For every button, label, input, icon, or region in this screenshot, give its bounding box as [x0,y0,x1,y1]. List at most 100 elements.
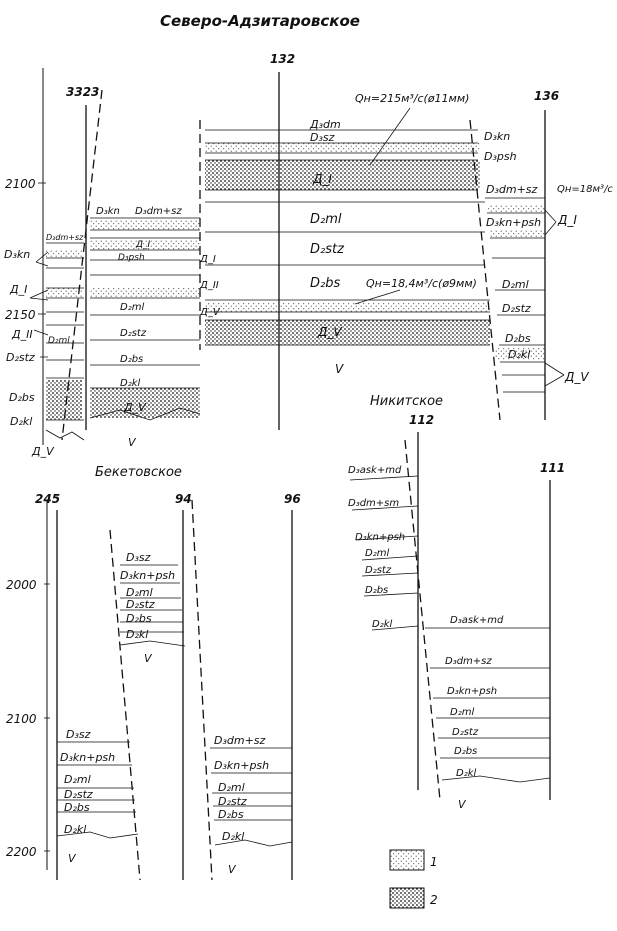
layer-label: V [144,652,153,665]
layer-label: D₂kl [508,348,530,361]
layer-label: D₂bs [454,746,477,757]
layer-label: D₂ml [450,707,474,718]
fault-beketov-right [191,499,213,881]
fault-beketov-left [109,529,141,881]
layer-label: Д_II [199,280,219,291]
layer-label: D₃sz [126,551,151,564]
layer-label: V [68,852,77,865]
layer-label: Д_I [312,172,332,186]
block-2-north [89,217,201,421]
field-title-north: Северо-Адзитаровское [160,12,360,30]
layer-label: D₃dm+sz [445,656,492,667]
layer-label: Д₃dm [309,118,341,131]
layer-label: D₃dm+sz [135,206,182,217]
column-left-north [45,242,85,441]
layer-label: D₂kl [372,619,393,630]
layer-label: D₂ml [64,773,91,786]
block-upper-beketov [119,564,186,647]
layer-label: D₂kl [126,628,148,641]
layer-label: D₃kn+psh [355,532,405,543]
layer-label: D₂ml [502,278,529,291]
block-96 [210,747,293,847]
layer-label: Д_I [199,254,216,265]
depth-label-2000: 2000 [6,578,37,592]
layer-label: D₂bs [365,585,388,596]
block-111 [425,627,551,783]
layer-label: D₃kn [96,206,120,217]
layer-label: D₃sz [66,728,91,741]
layer-label: D₂bs [64,801,90,814]
layer-label: Д_V [199,307,221,318]
layer-label: Д_I [135,240,151,250]
fault-nikit [404,439,441,801]
layer-label: D₂ml [120,302,144,313]
layer-label: D₂stz [6,351,35,364]
column-245 [56,741,139,839]
layer-label: D₃sz [310,131,335,144]
layer-label: D₂kl [456,768,477,779]
legend-label-2: 2 [430,893,438,907]
layer-label: Д_V [123,401,147,414]
well-label-111: 111 [540,461,565,475]
layer-label: D₃dm+sz [214,734,266,747]
layer-label: D₂bs [126,612,152,625]
well-label-112: 112 [409,413,434,427]
layer-label: Д_II [11,328,33,341]
layer-label: D₂ml [126,586,153,599]
legend-label-1: 1 [430,855,438,869]
layer-label: V [335,362,344,376]
well-label-96: 96 [284,492,301,506]
legend: 1 2 [389,849,438,909]
depth-label-2100-north: 2100 [5,177,36,191]
well-label-3323: 3323 [66,85,99,99]
flow-rate-label: Qн=18,4м³/с(ø9мм) [366,277,477,290]
layer-label: D₂stz [126,598,155,611]
layer-label: D₃psh [118,253,145,263]
layer-label: D₃kn+psh [486,216,541,229]
depth-label-2150-north: 2150 [5,308,36,322]
layer-label: D₂bs [505,332,531,345]
block-main-north [205,129,490,346]
layer-label: D₃ask+md [450,615,504,626]
layer-label: D₂stz [310,242,345,257]
layer-label: D₃dm+sz [486,183,538,196]
legend-swatch-1 [389,849,425,871]
layer-label: D₂stz [452,727,479,738]
layer-label: D₂ml [310,212,342,227]
legend-swatch-2 [389,887,425,909]
layer-label: D₃psh [484,150,517,163]
layer-label: D₃dm+sm [348,498,399,509]
well-label-136: 136 [534,89,559,103]
layer-label: D₂stz [64,788,93,801]
well-label-94: 94 [175,492,192,506]
layer-label: V [128,436,137,449]
layer-label: D₂kl [222,830,244,843]
depth-label-2100: 2100 [6,712,37,726]
fault-north-left [61,89,103,441]
layer-label: Д_V [31,445,55,458]
layer-label: D₃kn [4,248,30,261]
layer-label: D₂stz [218,795,247,808]
layer-label: D₂bs [9,391,35,404]
flow-rate-label: Qн=18м³/с [557,184,613,195]
layer-label: Д_V [564,370,589,384]
layer-label: D₂bs [218,808,244,821]
layer-label: D₂stz [365,565,392,576]
depth-label-2200: 2200 [6,845,37,859]
layer-label: D₂kl [64,823,86,836]
layer-label: D₃kn [484,130,510,143]
layer-label: Д_I [557,213,577,227]
layer-label: D₂stz [502,302,531,315]
layer-label: D₂kl [120,378,141,389]
layer-label: D₂ml [218,781,245,794]
well-label-245: 245 [35,492,60,506]
layer-label: D₂bs [120,354,143,365]
layer-label: D₃kn+psh [60,751,115,764]
layer-label: V [228,863,237,876]
layer-label: D₃kn+psh [120,569,175,582]
layer-label: D₂bs [310,276,340,291]
layer-label: D₃dm+sz [46,233,84,242]
well-label-132: 132 [270,52,295,66]
layer-label: D₃ask+md [348,465,402,476]
